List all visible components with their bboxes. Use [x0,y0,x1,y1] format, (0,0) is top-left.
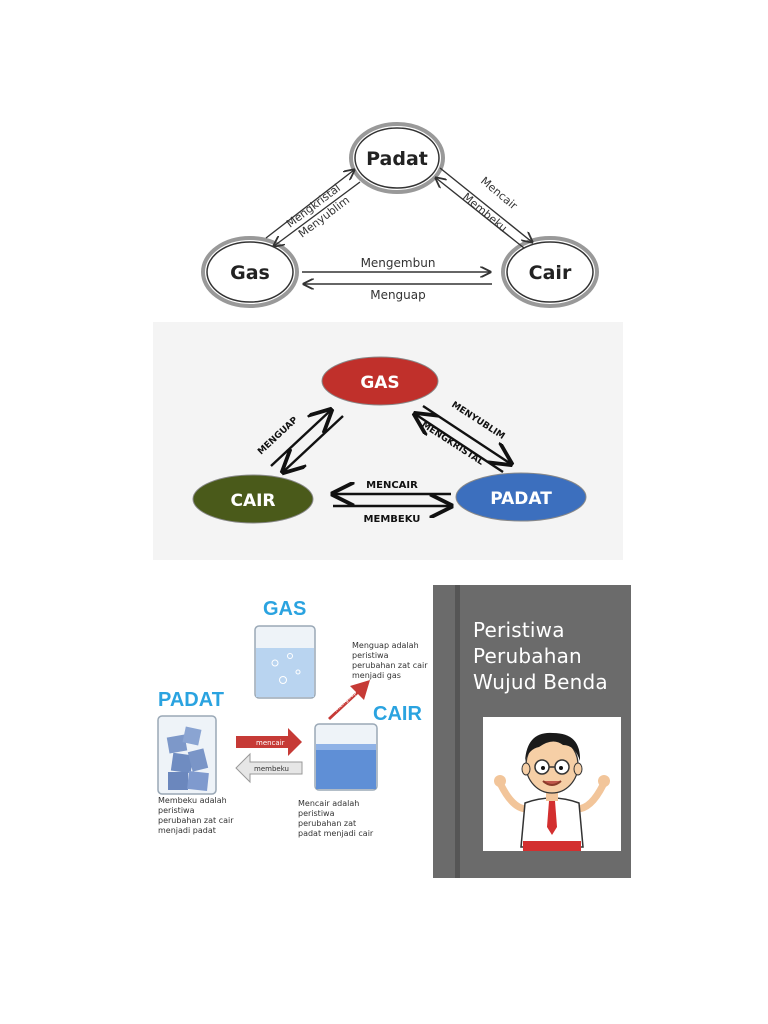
svg-text:peristiwa: peristiwa [298,809,335,818]
node-cair-label: Cair [529,262,572,284]
arrow-mencair [439,167,532,242]
svg-text:peristiwa: peristiwa [352,651,389,660]
cover-spine-line [455,585,460,878]
label-gas-3: GAS [263,598,306,620]
label-cair-3: CAIR [373,703,422,725]
arrow-menyublim [274,181,361,246]
node-padat-label: Padat [366,148,428,170]
node-gas-2: GAS [321,356,439,406]
arrow-menguap-3: menguap [328,680,370,720]
svg-text:menjadi padat: menjadi padat [158,826,216,835]
arrow-membeku-3: membeku [235,752,303,784]
label-menyublim-2: MENYUBLIM [449,400,506,442]
beaker-gas [254,625,316,699]
label-padat-3: PADAT [158,689,224,711]
cover-title-line-2: Perubahan [473,644,582,668]
svg-text:peristiwa: peristiwa [158,806,195,815]
cover-illustration-frame [483,717,621,851]
svg-text:Menguap adalah: Menguap adalah [352,641,419,650]
arrow-mencair-3: mencair [236,728,302,756]
arrow-mengkristal [265,170,354,239]
diagram-beakers: GAS Menguap adalah peristiwa perubahan z… [150,588,432,853]
node-gas-2-label: GAS [360,373,399,393]
node-cair-2-label: CAIR [230,491,275,511]
diagram-2-svg: GAS CAIR PADAT MENGUAP MENYUBLIM MENGKRI… [192,356,587,525]
diagram-3-svg: GAS Menguap adalah peristiwa perubahan z… [157,598,428,838]
diagram-state-cycle-1: Padat Gas Cair Mengkristal Menyublim Men… [190,110,610,315]
svg-text:mencair: mencair [256,739,285,747]
svg-text:padat menjadi cair: padat menjadi cair [298,829,374,838]
student-illustration [494,732,610,851]
arrow-membeku [436,178,525,249]
node-cair: Cair [501,236,599,308]
diagram-1-svg: Padat Gas Cair Mengkristal Menyublim Men… [201,122,599,308]
label-membeku-2: MEMBEKU [364,514,421,525]
svg-text:Membeku adalah: Membeku adalah [158,796,227,805]
node-gas: Gas [201,236,299,308]
diagram-state-cycle-2: GAS CAIR PADAT MENGUAP MENYUBLIM MENGKRI… [153,322,623,560]
note-membeku: Membeku adalah peristiwa perubahan zat c… [158,796,234,835]
beaker-padat [157,715,217,795]
svg-text:perubahan zat: perubahan zat [298,819,356,828]
svg-text:perubahan zat cair: perubahan zat cair [352,661,428,670]
label-menguap-2: MENGUAP [256,415,300,457]
book-cover: Peristiwa Perubahan Wujud Benda [433,585,631,878]
svg-text:membeku: membeku [254,765,289,773]
node-padat: Padat [349,122,445,194]
cover-title-line-1: Peristiwa [473,618,565,642]
node-padat-2: PADAT [455,472,587,522]
node-cair-2: CAIR [192,474,314,524]
note-menguap: Menguap adalah peristiwa perubahan zat c… [352,641,428,680]
label-mengembun: Mengembun [361,256,436,270]
svg-text:perubahan zat cair: perubahan zat cair [158,816,234,825]
svg-text:menjadi gas: menjadi gas [352,671,401,680]
label-mengkristal-2: MENGKRISTAL [419,420,485,468]
beaker-cair [314,723,378,791]
svg-text:menguap: menguap [333,689,359,714]
label-menguap: Menguap [370,288,426,302]
node-gas-label: Gas [230,262,270,284]
arrow-menguap-2-down [283,415,344,472]
svg-text:Mencair adalah: Mencair adalah [298,799,359,808]
note-mencair: Mencair adalah peristiwa perubahan zat p… [298,799,374,838]
label-mencair-2: MENCAIR [366,480,418,491]
node-padat-2-label: PADAT [490,489,552,509]
cover-title-line-3: Wujud Benda [473,670,608,694]
arrow-mengkristal-2 [415,414,504,474]
